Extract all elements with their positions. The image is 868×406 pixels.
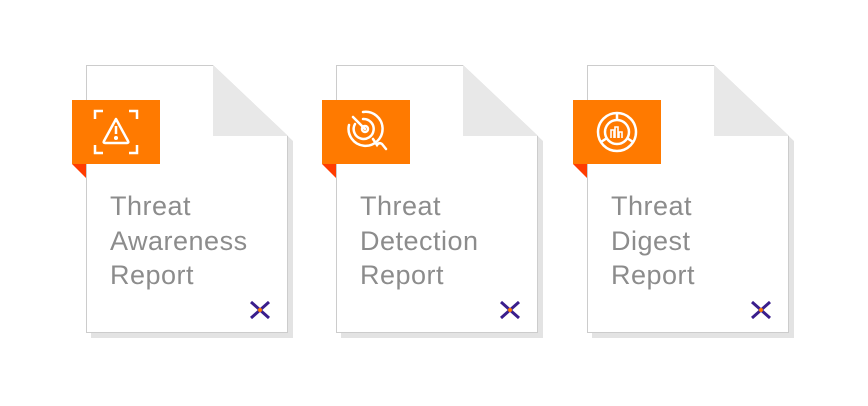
icon-banner [72,100,160,164]
brand-logo-icon [500,301,520,319]
banner-fold [322,164,336,178]
folded-corner [463,65,538,136]
paper [336,65,538,333]
chart-target-icon [596,111,638,153]
brand-logo-icon [751,301,771,319]
icon-banner [322,100,410,164]
folded-corner [213,65,288,136]
icon-banner [573,100,661,164]
brand-logo-icon [250,301,270,319]
banner-fold [72,164,86,178]
radar-search-icon [347,110,388,151]
warning-icon [93,109,139,155]
folded-corner [714,65,789,136]
banner-fold [573,164,587,178]
